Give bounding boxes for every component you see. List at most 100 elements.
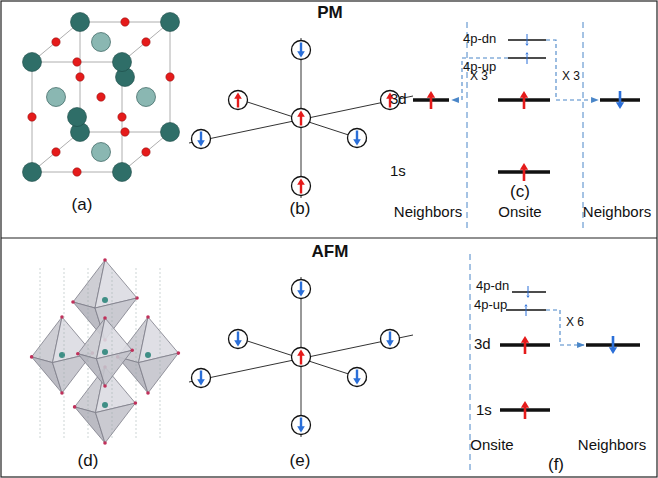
oxygen-atom	[30, 355, 34, 359]
oxygen-atom	[135, 296, 139, 300]
axis-line	[189, 96, 413, 143]
oxygen-atom	[103, 316, 107, 320]
atom-site	[292, 109, 311, 128]
panel-label: (c)	[510, 183, 530, 202]
metal-atom	[113, 163, 132, 182]
level-label: 3d	[474, 336, 491, 353]
separator	[583, 22, 584, 232]
metal-atom	[102, 402, 108, 408]
level-label: 4p-dn	[463, 32, 496, 46]
metal-atom	[161, 13, 180, 32]
metal-atom	[47, 88, 66, 107]
level-label: Neighbors	[578, 437, 646, 454]
octahedron-face	[96, 403, 136, 443]
panel-label: (e)	[290, 452, 311, 471]
panel-title: AFM	[312, 243, 349, 262]
atom-site	[292, 416, 311, 435]
spin-arrow	[527, 34, 528, 43]
atom-site	[192, 369, 211, 388]
metal-atom	[92, 143, 111, 162]
atom-site	[292, 41, 311, 60]
level-label: Neighbors	[583, 204, 651, 221]
unit-cell-line	[88, 268, 89, 440]
arrow-head	[197, 379, 205, 385]
metal-atom	[23, 163, 42, 182]
axis-line	[301, 38, 302, 198]
arrow-head	[521, 401, 529, 408]
arrow-head	[520, 91, 528, 98]
arrow-head	[234, 93, 242, 99]
arrow-head	[197, 140, 205, 146]
unit-cell-line	[64, 268, 65, 440]
oxygen-atom	[52, 38, 60, 46]
oxygen-atom	[166, 73, 174, 81]
atom-site	[292, 177, 311, 196]
panel-title: PM	[317, 4, 343, 23]
oxygen-atom	[118, 113, 126, 121]
arrow-head	[297, 350, 305, 356]
atom-site	[348, 129, 367, 148]
spin-arrow	[527, 55, 528, 64]
unit-cell-line	[40, 268, 41, 440]
octahedra	[30, 258, 180, 445]
metal-atom	[102, 297, 108, 303]
oxygen-atom	[130, 349, 134, 353]
atom-site	[292, 348, 311, 367]
separator	[467, 22, 468, 232]
panel-label: (b)	[290, 200, 311, 219]
oxygen-atom	[60, 315, 64, 319]
atom-site	[229, 91, 248, 110]
metal-atom	[71, 13, 90, 32]
metal-atom	[145, 352, 151, 358]
oxygen-atom	[103, 258, 107, 262]
energy-level	[512, 291, 546, 292]
arrow-head	[609, 347, 617, 354]
arrow-head	[297, 290, 305, 296]
level-label: 4p-up	[474, 298, 507, 312]
arrow-head	[520, 163, 528, 170]
metal-atom	[113, 53, 132, 72]
arrow-head	[353, 139, 361, 145]
hopping-path	[546, 310, 584, 345]
arrow-head	[297, 426, 305, 432]
oxygen-atom	[76, 73, 84, 81]
arrow-head	[616, 102, 624, 109]
panel-label: (d)	[78, 452, 99, 471]
level-label: Onsite	[470, 437, 513, 454]
level-label: 3d	[390, 91, 407, 108]
unit-cell-line	[112, 268, 113, 440]
spin-arrow	[528, 286, 529, 295]
atom-site	[229, 330, 248, 349]
oxygen-atom	[28, 113, 36, 121]
oxygen-atom	[97, 93, 105, 101]
divider	[1, 237, 657, 238]
hopping-path	[452, 58, 508, 100]
arrow-head	[524, 304, 527, 307]
oxygen-atom	[146, 391, 150, 395]
arrow-head	[297, 51, 305, 57]
level-label: 1s	[476, 402, 492, 419]
octahedron-face	[97, 350, 133, 386]
oxygen-atom	[146, 315, 150, 319]
level-label: Neighbors	[394, 204, 462, 221]
oxygen-atom	[76, 352, 80, 356]
oxygen-atom	[52, 148, 60, 156]
arrow-head	[297, 111, 305, 117]
metal-atom	[102, 349, 108, 355]
atom-site	[348, 368, 367, 387]
level-label: X 3	[562, 70, 580, 83]
octahedron-face	[139, 353, 179, 393]
unit-cell-line	[136, 268, 137, 440]
unit-cell-line	[160, 268, 161, 440]
axis-line	[301, 277, 302, 437]
oxygen-atom	[73, 168, 81, 176]
arrow-head	[427, 91, 435, 98]
atom-site	[381, 330, 400, 349]
oxygen-atom	[121, 18, 129, 26]
crystal-structure	[23, 13, 180, 182]
hopping-path	[546, 40, 598, 100]
oxygen-atom	[142, 38, 150, 46]
arrow-head	[297, 179, 305, 185]
